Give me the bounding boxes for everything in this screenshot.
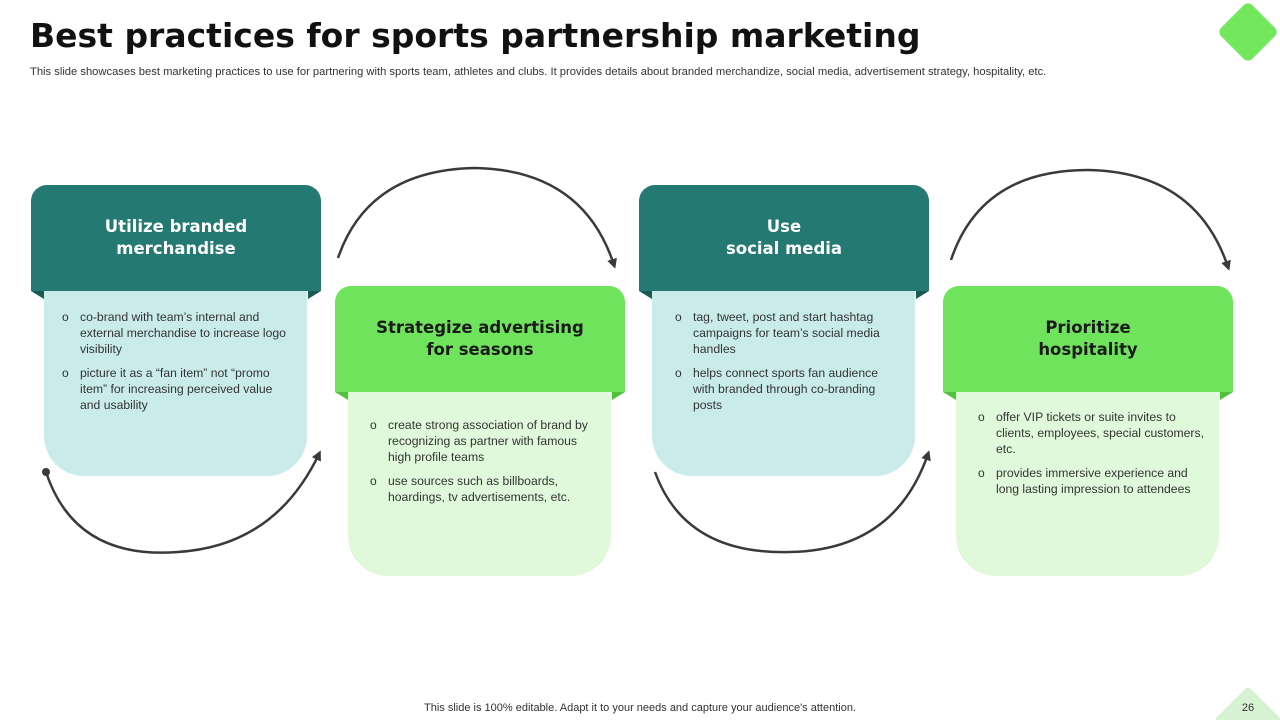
bullet-circle-icon: o [62, 366, 69, 380]
bullet-circle-icon: o [978, 466, 985, 480]
corner-diamond-decoration [1216, 0, 1280, 64]
bullet-circle-icon: o [370, 418, 377, 432]
bullet-circle-icon: o [978, 410, 985, 424]
bullet-circle-icon: o [62, 310, 69, 324]
bullet-circle-icon: o [370, 474, 377, 488]
page-number: 26 [1241, 702, 1255, 714]
arc-arrow-2 [336, 166, 617, 269]
bullet-circle-icon: o [675, 366, 682, 380]
bullet-circle-icon: o [675, 310, 682, 324]
card-heading: Use social media [639, 185, 929, 291]
slide-subtitle: This slide showcases best marketing prac… [30, 66, 1047, 78]
card-heading: Prioritize hospitality [943, 286, 1233, 392]
slide-title: Best practices for sports partnership ma… [30, 16, 921, 55]
card-heading: Utilize branded merchandise [31, 185, 321, 291]
arc-arrow-1-start-dot [42, 468, 50, 476]
slide-footer: This slide is 100% editable. Adapt it to… [424, 702, 856, 714]
card-heading: Strategize advertising for seasons [335, 286, 625, 392]
arc-arrow-4 [949, 168, 1231, 271]
